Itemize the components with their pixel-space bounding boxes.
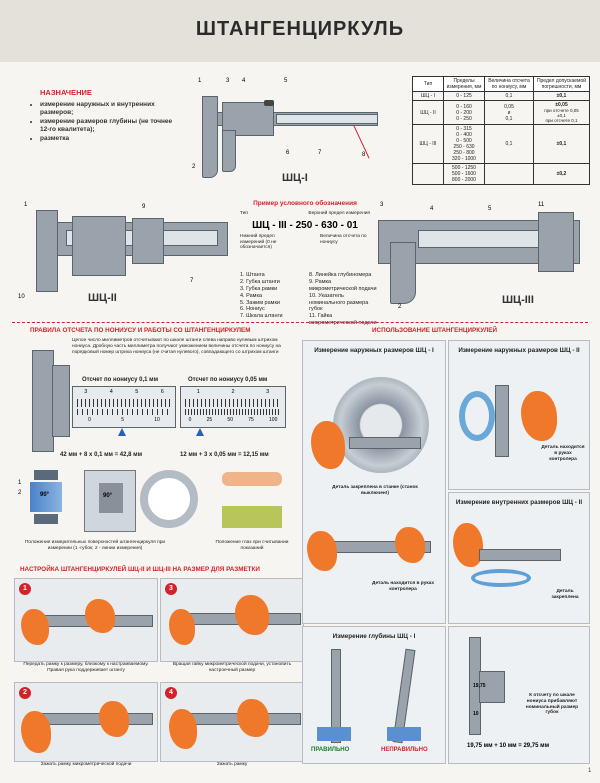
usage-inner: Измерение внутренних размеров ШЦ - II Де… [448, 492, 590, 624]
setup-step-2: 2 [14, 682, 158, 762]
setup-heading: НАСТРОЙКА ШТАНГЕНЦИРКУЛЕЙ ШЦ-II И ШЦ-III… [20, 566, 260, 573]
step-3-caption: Вращая гайку микрометрической подачи, ус… [172, 662, 292, 673]
hand-icon [395, 527, 425, 563]
pointer-arrow-icon [196, 428, 204, 436]
table-row: 500 - 1250 500 - 1600 800 - 2000 ±0,2 [412, 163, 590, 185]
vernier-scale-2: 1 2 3 0 25 50 75 100 [180, 386, 286, 428]
hand-icon [21, 711, 51, 753]
shc3-drawing: 4 5 11 3 2 ШЦ-III [378, 202, 590, 314]
shc2-frame [72, 216, 126, 276]
usage-heading: ИСПОЛЬЗОВАНИЕ ШТАНГЕНЦИРКУЛЕЙ [372, 327, 498, 334]
shc2-label: ШЦ-II [88, 292, 117, 304]
hand-icon [307, 531, 337, 571]
hand-icon [169, 709, 197, 749]
step-1-caption: Передать рамку к размеру, близкому к нас… [23, 662, 149, 673]
caliper-vertical [32, 350, 54, 452]
callout-3: 3 [226, 78, 230, 84]
reading-heading: ПРАВИЛА ОТСЧЕТА ПО НОНИУСУ И РАБОТЫ СО Ш… [30, 327, 251, 334]
example2-label: Отсчет по нониусу 0,05 мм [188, 377, 268, 383]
setup-step-4: 4 [160, 682, 304, 762]
hand-icon [235, 595, 269, 635]
eye-scale [222, 506, 282, 528]
purpose-item: измерение наружных и внутренних размеров… [40, 101, 178, 118]
purpose-item: разметка [40, 135, 178, 143]
callout-5: 5 [284, 78, 288, 84]
eyes-icon [222, 472, 282, 486]
usage-outer-2: Измерение наружных размеров ШЦ - II Дета… [448, 340, 590, 490]
hand-icon [453, 523, 483, 567]
setup-step-3: 3 [160, 578, 304, 662]
callout-4: 4 [242, 78, 246, 84]
caliper-vertical-frame [52, 365, 70, 437]
usage-depth: Измерение глубины ШЦ - I ПРАВИЛЬНО НЕПРА… [302, 626, 446, 764]
step-4-caption: Зажать рамку [216, 762, 248, 767]
jaw-position-2: 90° [84, 470, 136, 532]
usage-outer-1: Измерение наружных размеров ШЦ - I Детал… [302, 340, 446, 624]
step-2-caption: Зажать рамку микрометрической подачи [40, 762, 132, 767]
spec-header: Величина отсчета по нониусу, мм [484, 76, 534, 92]
hand-icon [311, 421, 345, 469]
example1-result: 42 мм + 8 х 0,1 мм = 42,8 мм [60, 452, 143, 458]
designation-code: ШЦ - III - 250 - 630 - 01 [252, 219, 358, 231]
example2-result: 12 мм + 3 х 0,05 мм = 12,15 мм [180, 452, 269, 458]
shc1-clamp [264, 100, 274, 106]
spec-header: Предел допускаемой погрешности, мм [533, 76, 590, 92]
shc2-micro-frame [132, 218, 164, 264]
example1-label: Отсчет по нониусу 0,1 мм [82, 377, 159, 383]
ring-part-icon [459, 391, 495, 441]
title-bar [0, 0, 600, 62]
shc3-scale [418, 230, 540, 248]
callout-2: 2 [192, 164, 196, 170]
usage-inner-nominal: 19,75 10 К отсчету по шкале нониуса приб… [448, 626, 590, 764]
callout-1: 1 [198, 78, 202, 84]
parts-legend: 1. Штанга 2. Губка штанги 3. Губка рамки… [240, 272, 377, 327]
callout-6: 6 [286, 150, 290, 156]
designation: Пример условного обозначения Тип Верхний… [240, 200, 370, 251]
divider [12, 322, 588, 323]
purpose-heading: НАЗНАЧЕНИЕ [40, 88, 92, 97]
shc3-label: ШЦ-III [502, 294, 534, 306]
spec-header: Пределы измерения, мм [443, 76, 485, 92]
callout-7: 7 [318, 150, 322, 156]
purpose-block: НАЗНАЧЕНИЕ измерение наружных и внутренн… [28, 88, 178, 143]
shc2-jaw [36, 210, 58, 292]
vernier-scale-1: 3 4 5 6 0 5 10 [72, 386, 176, 428]
pointer-arrow-icon [118, 428, 126, 436]
ring-part-icon [471, 569, 531, 587]
hand-icon [169, 609, 195, 645]
purpose-item: измерение размеров глубины (не точнее 12… [40, 118, 178, 135]
hand-icon [85, 599, 115, 633]
positions-caption: Положение измерительных поверхностей шта… [24, 540, 166, 551]
eye-caption: Положение глаз при считывании показаний [215, 540, 289, 551]
shc2-drawing: 1 10 9 7 ШЦ-II [18, 200, 232, 310]
hand-icon [521, 391, 557, 441]
shc3-frame [538, 212, 574, 272]
table-row: ШЦ - II 0 - 160 0 - 200 0 - 250 0,05 и 0… [412, 100, 590, 125]
hand-icon [99, 701, 129, 737]
table-row: ШЦ - I 0 - 125 0,1 ±0,1 [412, 91, 590, 101]
shc1-drawing: 1 3 4 5 2 6 7 8 ШЦ-I [186, 78, 406, 190]
page-number: 1 [588, 768, 592, 774]
shc1-frame-jaw [222, 130, 236, 172]
correct-label: ПРАВИЛЬНО [311, 747, 350, 753]
setup-step-1: 1 [14, 578, 158, 662]
designation-heading: Пример условного обозначения [253, 200, 357, 207]
shc3-jaw [390, 242, 416, 304]
spec-table: Тип Пределы измерения, мм Величина отсче… [412, 76, 590, 185]
chuck-icon [333, 377, 429, 473]
hand-icon [21, 609, 49, 645]
page-title: ШТАНГЕНЦИРКУЛЬ [195, 18, 405, 40]
spec-header: Тип [412, 76, 444, 92]
table-row: ШЦ - III 0 - 315 0 - 400 0 - 500 250 - 6… [412, 124, 590, 164]
shc1-label: ШЦ-I [282, 172, 308, 184]
incorrect-label: НЕПРАВИЛЬНО [381, 747, 428, 753]
shc1-jaw [202, 96, 218, 178]
ring-diagram [140, 470, 198, 528]
jaw-position-1: 90° 1 2 [18, 470, 66, 530]
shc1-scale [276, 114, 378, 124]
callout-8: 8 [362, 152, 366, 158]
reading-text: Целое число миллиметров отсчитывают по ш… [72, 338, 281, 355]
hand-icon [237, 699, 269, 737]
